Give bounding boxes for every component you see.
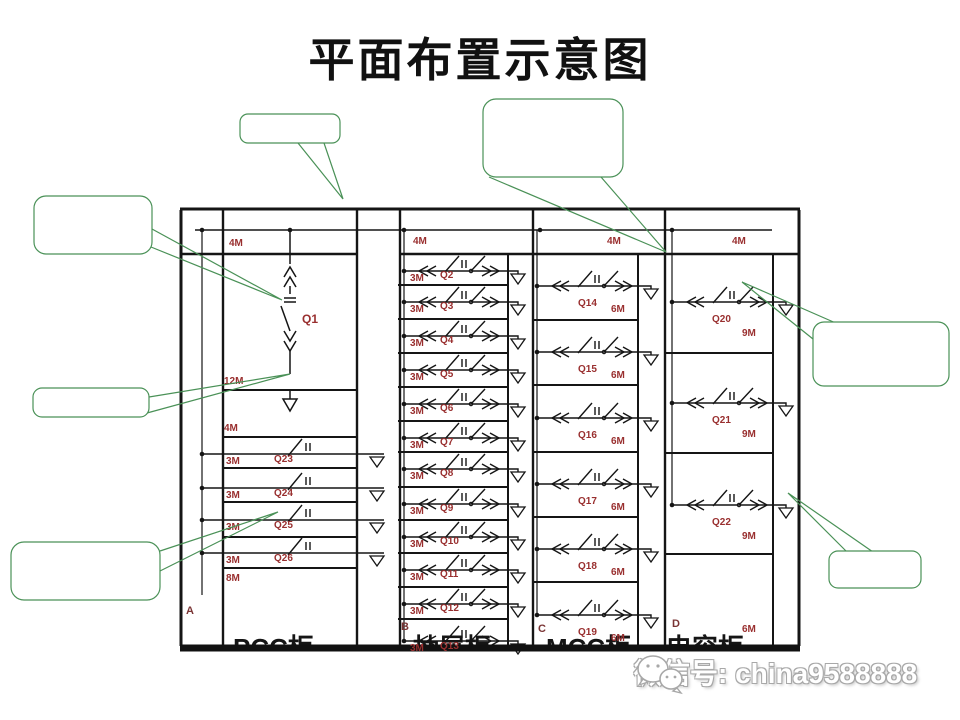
row-bus-label: 6M: [611, 502, 625, 513]
row-q-label: Q22: [712, 517, 731, 528]
row-q-label: Q12: [440, 603, 459, 614]
row-q-label: Q8: [440, 468, 454, 479]
equipment-labels: 4M 4M 4M 4M Q1 12M 4M 3M Q23 3M Q24 3M Q…: [186, 236, 756, 654]
row-q-label: Q19: [578, 627, 597, 638]
row-q-label: Q11: [440, 569, 459, 580]
section-letter: D: [672, 618, 680, 630]
row-q-label: Q18: [578, 561, 597, 572]
row-bus-label: 9M: [742, 531, 756, 542]
row-bus-label: 3M: [410, 572, 424, 583]
section-letter: C: [538, 623, 546, 635]
row-q-label: Q14: [578, 298, 597, 309]
row-q-label: Q21: [712, 415, 731, 426]
busbar-label: 8M: [226, 573, 240, 584]
row-q-label: Q5: [440, 369, 454, 380]
row-bus-label: 6M: [611, 370, 625, 381]
panel-c-feeders: [534, 270, 659, 629]
row-q-label: Q3: [440, 301, 454, 312]
row-bus-label: 3M: [410, 506, 424, 517]
callout-box: [33, 195, 153, 255]
incomer-breaker-symbol: [280, 230, 299, 413]
incomer-label: Q1: [302, 312, 318, 326]
page-title: 平面布置示意图: [308, 35, 652, 86]
busbar-label: 4M: [732, 236, 746, 247]
section-letter: A: [186, 605, 194, 617]
watermark: 微信号: china9588888: [634, 652, 917, 695]
row-bus-label: 3M: [410, 606, 424, 617]
row-bus-label: 9M: [742, 328, 756, 339]
busbar-label: 4M: [607, 236, 621, 247]
row-q-label: Q2: [440, 270, 454, 281]
row-q-label: Q23: [274, 454, 293, 465]
row-bus-label: 6M: [611, 567, 625, 578]
row-q-label: Q10: [440, 536, 459, 547]
row-bus-label: 3M: [410, 643, 424, 654]
row-bus-label: 9M: [742, 429, 756, 440]
row-bus-label: 3M: [410, 471, 424, 482]
busbar-label: 4M: [413, 236, 427, 247]
section-letter: B: [401, 621, 409, 633]
busbar-label: 12M: [224, 376, 243, 387]
panel-b-feeders: [401, 255, 526, 655]
row-q-label: Q15: [578, 364, 597, 375]
row-bus-label: 6M: [611, 304, 625, 315]
busbar-label: 4M: [229, 238, 243, 249]
row-bus-label: 6M: [611, 436, 625, 447]
row-bus-label: 3M: [410, 406, 424, 417]
row-q-label: Q17: [578, 496, 597, 507]
row-q-label: Q4: [440, 335, 454, 346]
row-q-label: Q20: [712, 314, 731, 325]
callout-box: [10, 541, 161, 601]
callouts: [10, 98, 950, 601]
row-q-label: Q16: [578, 430, 597, 441]
row-q-label: Q9: [440, 503, 454, 514]
row-q-label: Q24: [274, 488, 293, 499]
row-bus-label: 6M: [611, 633, 625, 644]
row-bus-label: 3M: [410, 273, 424, 284]
bus-dots: [199, 227, 675, 233]
row-bus-label: 3M: [226, 490, 240, 501]
row-bus-label: 3M: [410, 372, 424, 383]
callout-box: [32, 387, 150, 418]
cabinet-frame: [179, 207, 801, 646]
row-q-label: Q13: [440, 641, 459, 652]
row-bus-label: 3M: [410, 539, 424, 550]
callout-box: [812, 321, 950, 387]
row-bus-label: 3M: [226, 456, 240, 467]
wechat-icon: [637, 655, 683, 695]
row-bus-label: 3M: [410, 338, 424, 349]
callout-box: [828, 550, 922, 589]
row-q-label: Q25: [274, 520, 293, 531]
row-bus-label: 3M: [226, 555, 240, 566]
busbar-label: 6M: [742, 624, 756, 635]
row-bus-label: 3M: [410, 304, 424, 315]
row-q-label: Q6: [440, 403, 454, 414]
callout-box: [239, 113, 341, 144]
panel-d-feeders: [669, 286, 794, 519]
row-q-label: Q26: [274, 553, 293, 564]
row-q-label: Q7: [440, 437, 454, 448]
busbar-label: 4M: [224, 423, 238, 434]
row-bus-label: 3M: [410, 440, 424, 451]
callout-box: [482, 98, 624, 178]
